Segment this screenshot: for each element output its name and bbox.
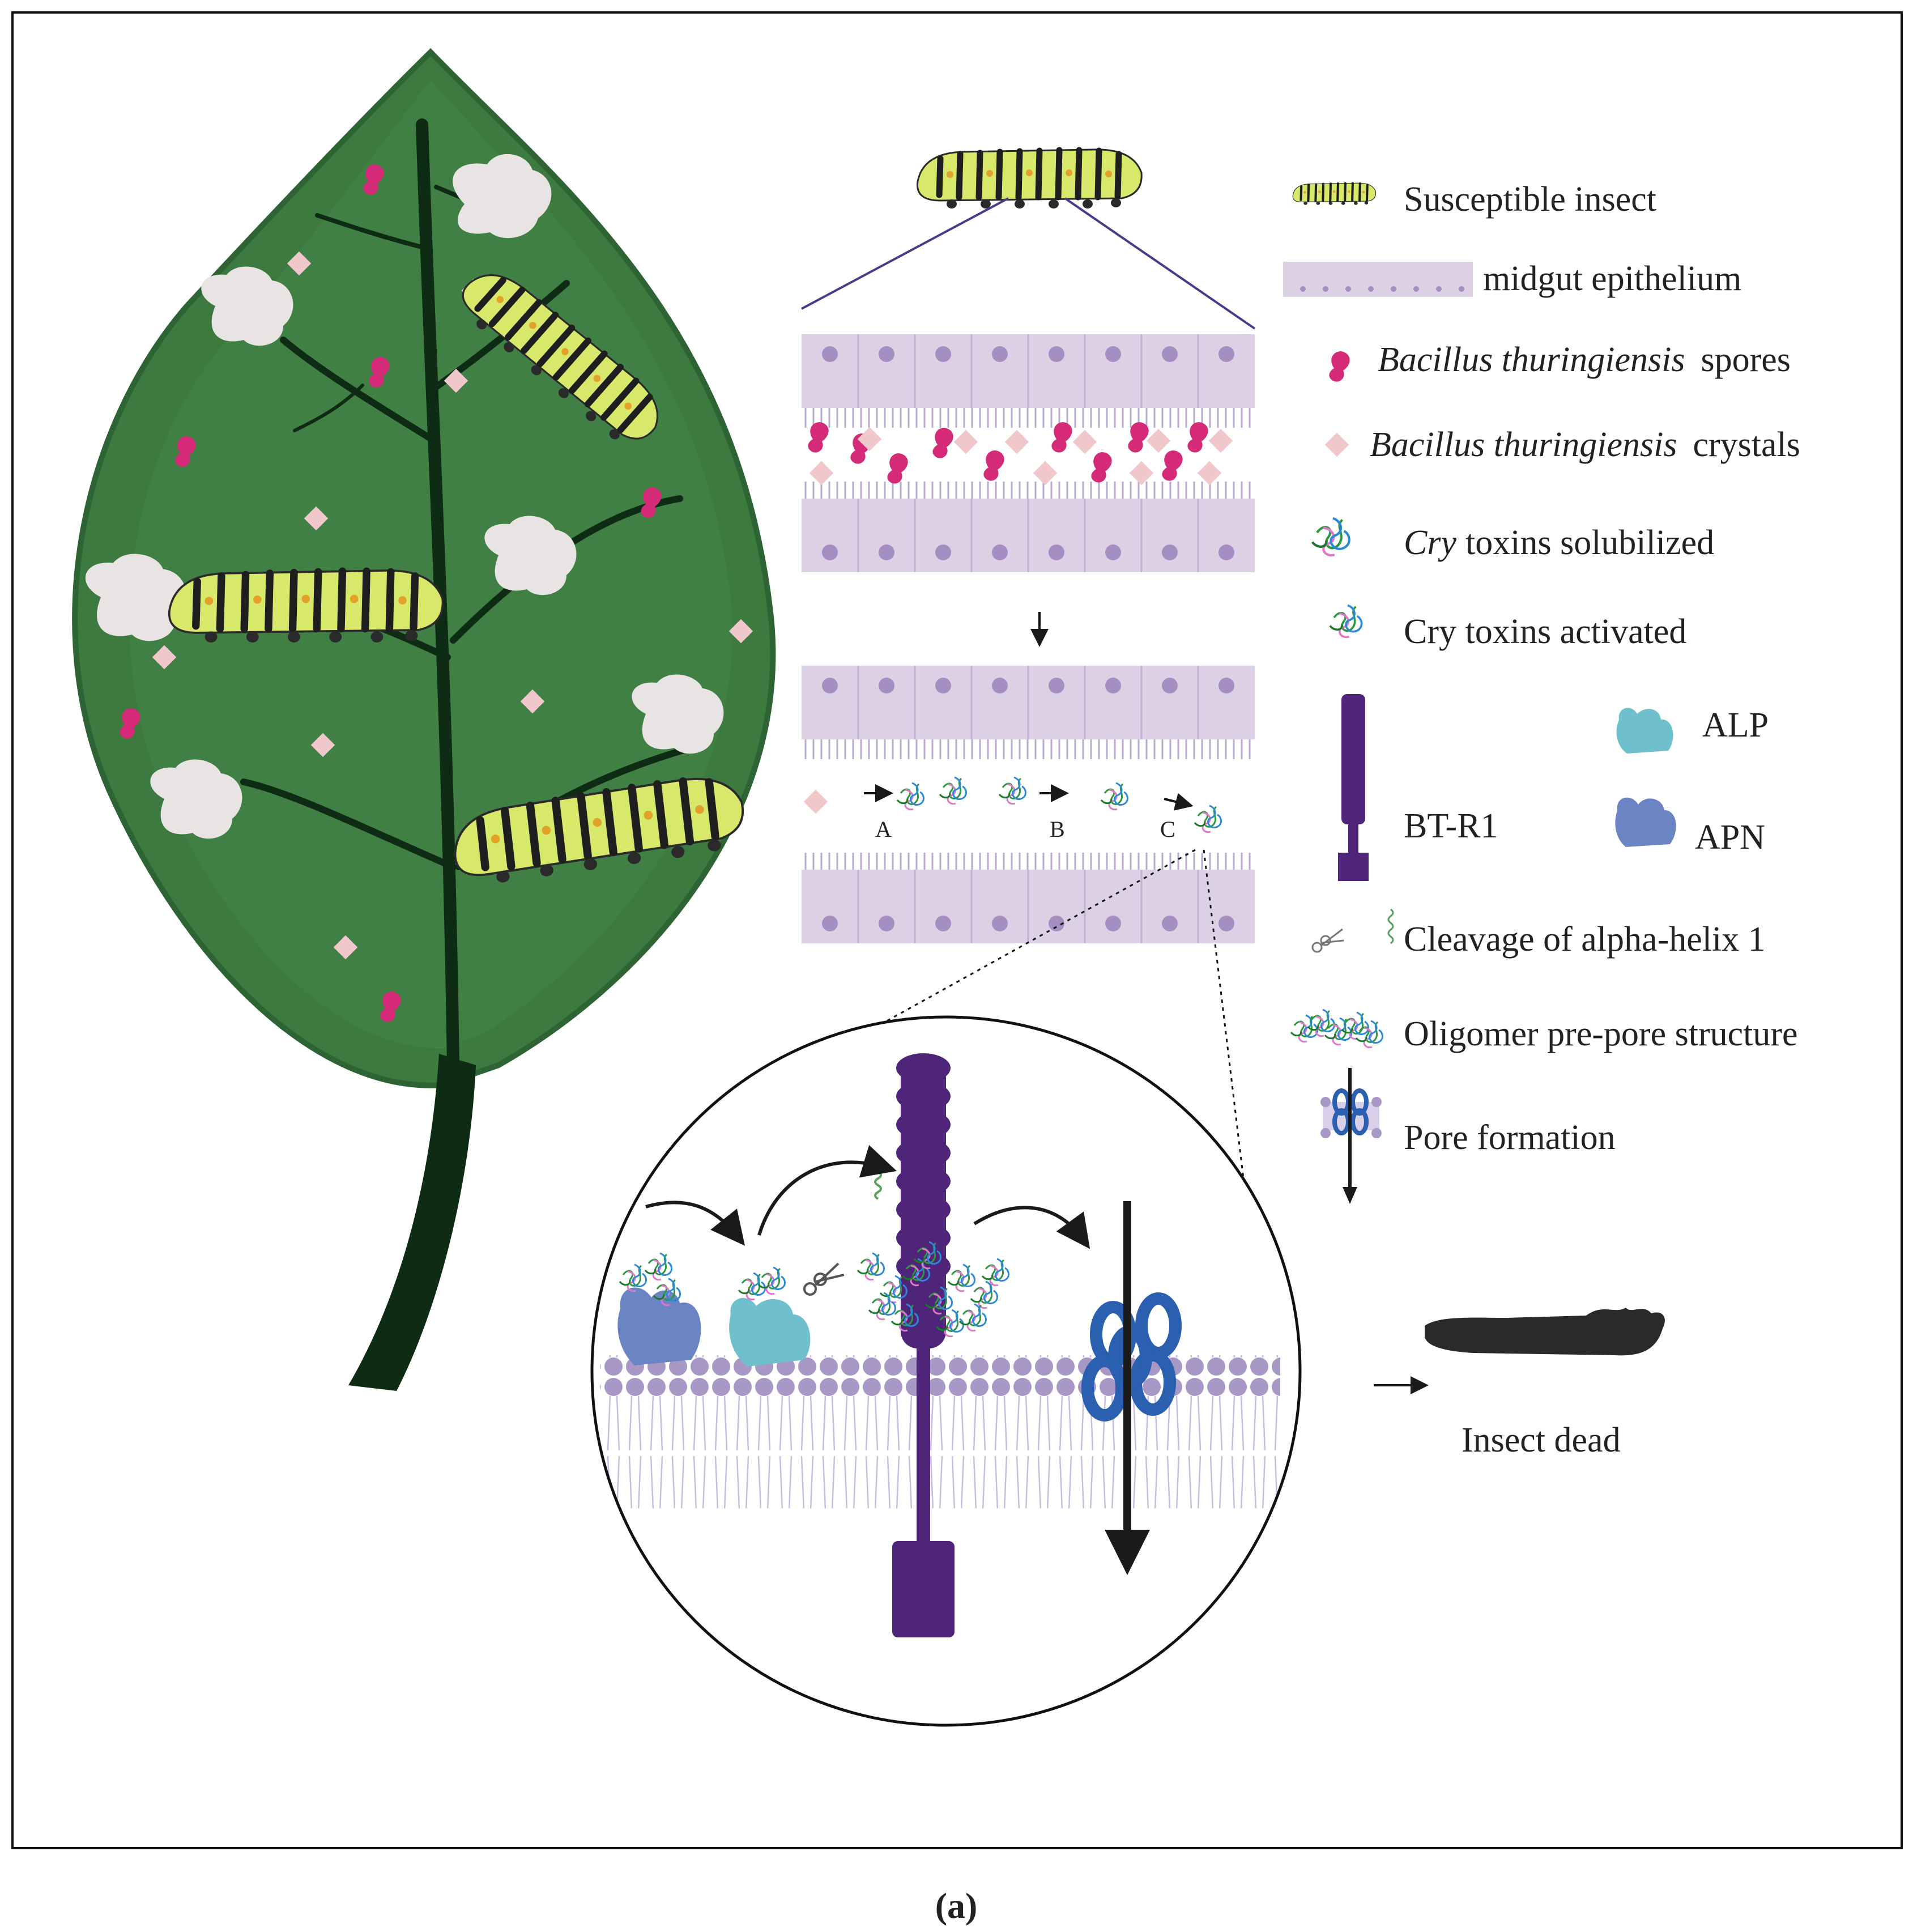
- legend-pore-icon: [1320, 1068, 1382, 1204]
- legend-btr1-icon: [1338, 694, 1369, 881]
- membrane-detail-circle: [590, 1015, 1302, 1727]
- legend-apn: APN: [1695, 818, 1765, 857]
- leaf: [72, 48, 776, 1391]
- leaf-bite-holes: [85, 154, 724, 839]
- leaf-petiole: [348, 1054, 476, 1391]
- alp-receptor: [729, 1297, 811, 1367]
- legend-pore-formation: Pore formation: [1404, 1118, 1616, 1157]
- figure-caption: (a): [935, 1886, 978, 1926]
- legend-apn-icon: [1615, 797, 1676, 847]
- legend-alp-icon: [1616, 708, 1673, 754]
- step-label-c: C: [1160, 816, 1175, 842]
- legend-midgut-epithelium: midgut epithelium: [1483, 259, 1741, 298]
- midgut-section-activation: A B C: [800, 665, 1256, 943]
- legend-oligomer: Oligomer pre-pore structure: [1404, 1015, 1798, 1053]
- figure-frame: [11, 11, 1903, 1849]
- outcome: Insect dead: [1374, 1308, 1665, 1459]
- legend-midgut-icon: [1283, 262, 1473, 297]
- legend-cleavage: Cleavage of alpha-helix 1: [1404, 920, 1766, 959]
- legend-crystal-icon: [1324, 432, 1349, 457]
- legend-spore-icon: [1329, 351, 1350, 382]
- caterpillar-zoom-source: [918, 150, 1142, 208]
- step-label-b: B: [1050, 816, 1065, 842]
- apn-receptor: [617, 1287, 701, 1365]
- legend-oligomer-icon: [1290, 1008, 1383, 1049]
- scissors-icon: [803, 1262, 845, 1296]
- legend: Susceptible insect midgut epithelium Bac…: [1283, 180, 1800, 1204]
- midgut-section-ingestion: [800, 333, 1256, 572]
- legend-btr1: BT-R1: [1404, 807, 1498, 845]
- dead-insect-silhouette: [1425, 1308, 1665, 1356]
- pore-structure: [1081, 1292, 1182, 1422]
- midgut-zoom: A B C: [800, 150, 1256, 1179]
- insect-dead-label: Insect dead: [1462, 1421, 1621, 1459]
- legend-cry-activated: Cry toxins activated: [1404, 612, 1686, 651]
- legend-susceptible-insect: Susceptible insect: [1404, 180, 1656, 219]
- step-label-a: A: [875, 816, 892, 842]
- lipid-bilayer: [600, 1355, 1280, 1508]
- legend-cry-solubilized-icon: [1313, 518, 1349, 555]
- legend-susceptible-insect-icon: [1293, 183, 1375, 205]
- legend-alp: ALP: [1702, 706, 1769, 744]
- legend-cleavage-icon: [1311, 908, 1394, 953]
- legend-cry-activated-icon: [1329, 604, 1363, 639]
